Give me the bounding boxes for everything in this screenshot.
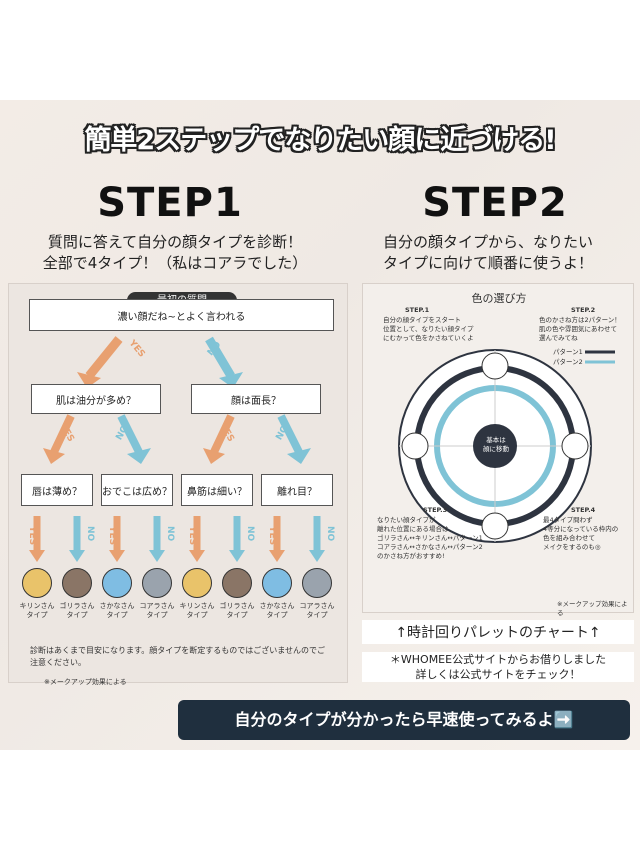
cta-banner: 自分のタイプが分かったら早速使ってみるよ➡️: [178, 700, 630, 740]
makeup-note: ※メークアップ効果による: [44, 678, 127, 686]
yes-label-3b: YES: [107, 526, 117, 546]
yes-label-3a: YES: [27, 526, 37, 546]
no-label-3a: NO: [85, 526, 95, 542]
giraffe-icon: [561, 432, 589, 460]
step2-small-title: STEP.2: [571, 306, 596, 314]
diagnosis-flowchart: 最初の質問 濃い顔だね~とよく言われる YES NO 肌は油分が多め？ 顔は面長…: [8, 283, 348, 683]
center-text: 基本は 顔に移動: [483, 436, 509, 453]
chart-caption: ↑時計回りパレットのチャート↑: [362, 620, 634, 644]
koala-icon: [481, 512, 509, 540]
question-2a: 肌は油分が多め？: [31, 384, 161, 414]
step2-sub-line2: タイプに向けて順番に使うよ！: [382, 254, 593, 272]
animal-label: コアラさん タイプ: [299, 602, 335, 619]
question-2b: 顔は面長？: [191, 384, 321, 414]
color-selection-title: 色の選び方: [471, 292, 527, 305]
koala-icon: [302, 568, 332, 598]
credit-line1: ＊WHOMEE公式サイトからお借りしました: [389, 653, 607, 666]
color-wheel: [398, 349, 615, 543]
step2-sub-line1: 自分の顔タイプから、なりたい: [382, 233, 593, 251]
fish-icon: [102, 568, 132, 598]
arrows-to-animals: [29, 516, 325, 562]
animal-label: キリンさん タイプ: [19, 602, 55, 619]
step1-sub-line1: 質問に答えて自分の顔タイプを診断！: [47, 233, 303, 251]
pattern1-label: パターン1: [553, 348, 583, 356]
animal-label: さかなさん タイプ: [259, 602, 295, 619]
animal-label: ゴリラさん タイプ: [59, 602, 95, 619]
fish-icon: [262, 568, 292, 598]
headline: 簡単2ステップでなりたい顔に近づける!: [84, 125, 556, 156]
no-label-3c: NO: [245, 526, 255, 542]
giraffe-icon: [22, 568, 52, 598]
no-label-3d: NO: [325, 526, 335, 542]
step2-subtitle: 自分の顔タイプから、なりたい タイプに向けて順番に使うよ！: [333, 232, 640, 274]
credit-text: ＊WHOMEE公式サイトからお借りしました 詳しくは公式サイトをチェック！: [362, 652, 634, 682]
step4-small-text: 最4タイプ問わず 4等分になっている枠内の 色を組み合わせて メイクをするのも◎: [543, 516, 619, 551]
step3-small-text: なりたい顔タイプが 離れた位置にある場合は、 ゴリラさん↔キリンさん↔パターン1…: [377, 516, 483, 560]
step4-small-title: STEP.4: [571, 506, 596, 514]
arrow-no-1: [205, 336, 243, 388]
animal-label: キリンさん タイプ: [179, 602, 215, 619]
animal-label: さかなさん タイプ: [99, 602, 135, 619]
question-3a: 唇は薄め？: [21, 474, 93, 506]
question-3d: 離れ目？: [261, 474, 333, 506]
step1-sub-line2: 全部で4タイプ！（私はコアラでした）: [42, 254, 308, 272]
color-wheel-panel: 色の選び方 STEP.1 自分の顔タイプをスタート 位置として、なりたい顔タイプ…: [362, 283, 634, 617]
step1-subtitle: 質問に答えて自分の顔タイプを診断！ 全部で4タイプ！（私はコアラでした）: [20, 232, 330, 274]
step2-footnote: ※メークアップ効果による: [557, 600, 628, 617]
arrow-yes-2a: [43, 414, 75, 464]
no-label-3b: NO: [165, 526, 175, 542]
arrow-yes-1: [77, 336, 123, 388]
question-3b: おでこは広め？: [101, 474, 173, 506]
animal-label: ゴリラさん タイプ: [219, 602, 255, 619]
arrow-no-2b: [277, 414, 311, 464]
yes-label-3d: YES: [267, 526, 277, 546]
question-3c: 鼻筋は細い？: [181, 474, 253, 506]
koala-icon: [142, 568, 172, 598]
question-1: 濃い顔だね~とよく言われる: [29, 299, 334, 331]
center-circle: [473, 424, 517, 468]
giraffe-icon: [182, 568, 212, 598]
diagnosis-disclaimer: 診断はあくまで目安になります。顔タイプを断定するものではございませんのでご注意く…: [30, 646, 325, 667]
flow-arrows: [29, 336, 325, 562]
fish-icon: [401, 432, 429, 460]
step1-small-title: STEP.1: [405, 306, 430, 314]
gorilla-icon: [222, 568, 252, 598]
step1-title: STEP1: [97, 180, 243, 226]
gorilla-icon: [481, 352, 509, 380]
animal-label: コアラさん タイプ: [139, 602, 175, 619]
step2-small-text: 色のかさね方は2パターン！ 肌の色や雰囲気にあわせて 選んでみてね: [539, 316, 621, 342]
step3-small-title: STEP.3: [423, 506, 448, 514]
step1-small-text: 自分の顔タイプをスタート 位置として、なりたい顔タイプ にむかって色をかさねてい…: [383, 316, 474, 342]
pattern2-label: パターン2: [553, 358, 583, 366]
step2-title: STEP2: [422, 180, 568, 226]
yes-label-3c: YES: [187, 526, 197, 546]
credit-line2: 詳しくは公式サイトをチェック！: [415, 668, 581, 681]
gorilla-icon: [62, 568, 92, 598]
arrow-yes-2b: [203, 414, 235, 464]
arrow-no-2a: [117, 414, 151, 464]
